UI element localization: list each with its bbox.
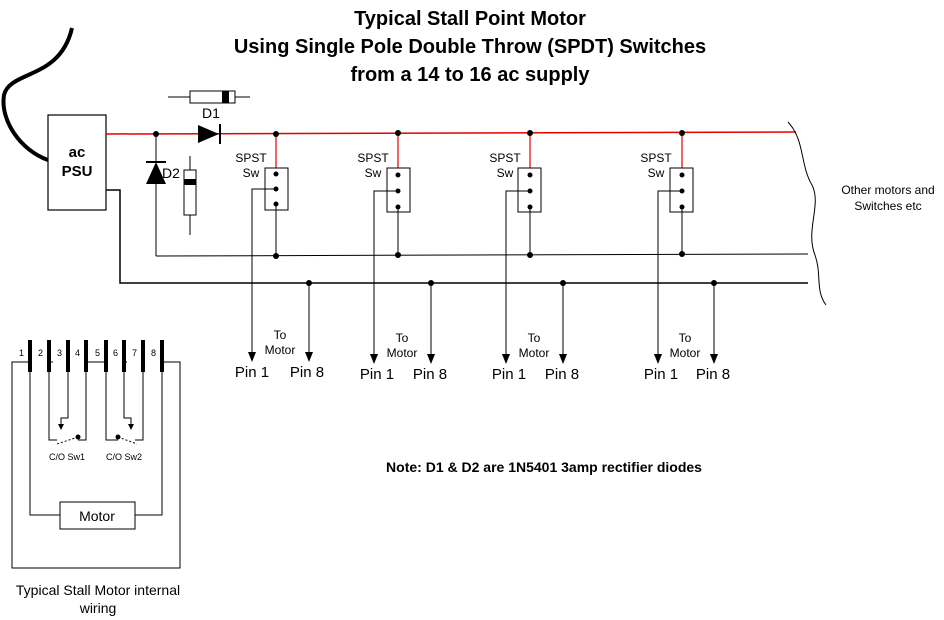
pin1-label-4: Pin 1 [644, 366, 678, 383]
to-motor-3b: Motor [519, 346, 550, 360]
switch-label-3b: Sw [497, 166, 514, 180]
switch-group-1: SPST Sw To Motor Pin 1 Pin 8 [235, 151, 324, 381]
to-motor-1b: Motor [265, 343, 296, 357]
other-note-1: Other motors and [841, 183, 934, 197]
switch-label-2b: Sw [365, 166, 382, 180]
switch-label-4b: Sw [648, 166, 665, 180]
diode-note: Note: D1 & D2 are 1N5401 3amp rectifier … [386, 459, 702, 475]
other-motors-note: Other motors and Switches etc [841, 183, 934, 213]
pin8-label-1: Pin 8 [290, 364, 324, 381]
d1-diode-symbol [198, 124, 221, 144]
d1-component [168, 90, 250, 104]
d1-label: D1 [202, 105, 220, 121]
switch-label-3a: SPST [489, 151, 521, 165]
motor-label: Motor [79, 508, 115, 524]
psu-ground-wire [106, 189, 808, 284]
sw2-label: C/O Sw2 [106, 452, 142, 462]
motor-box [59, 501, 136, 530]
diagram-title: Typical Stall Point Motor Using Single P… [234, 8, 706, 86]
to-motor-4a: To [679, 331, 692, 345]
to-motor-3a: To [528, 331, 541, 345]
pin8-label-2: Pin 8 [413, 366, 447, 383]
pin8-label-3: Pin 8 [545, 366, 579, 383]
switch-group-4: SPST Sw To Motor Pin 1 Pin 8 [640, 151, 730, 383]
sw1-label: C/O Sw1 [49, 452, 85, 462]
pin-num-7: 7 [132, 348, 137, 358]
pin-num-3: 3 [57, 348, 62, 358]
d2-component [183, 156, 197, 235]
title-line-3: from a 14 to 16 ac supply [351, 64, 591, 86]
pin8-label-4: Pin 8 [696, 366, 730, 383]
ac-psu: ac PSU [47, 114, 107, 211]
d2-label: D2 [162, 165, 180, 181]
switch-label-1b: Sw [243, 166, 260, 180]
return-wire [155, 253, 809, 257]
switch-group-2: SPST Sw To Motor Pin 1 Pin 8 [357, 151, 447, 383]
switch-group-3: SPST Sw To Motor Pin 1 Pin 8 [489, 151, 579, 383]
psu-label-2: PSU [62, 163, 93, 180]
pin1-label-2: Pin 1 [360, 366, 394, 383]
pin1-label-3: Pin 1 [492, 366, 526, 383]
pin-num-6: 6 [113, 348, 118, 358]
switch-label-4a: SPST [640, 151, 672, 165]
pin-num-4: 4 [75, 348, 80, 358]
pin1-label-1: Pin 1 [235, 364, 269, 381]
other-note-2: Switches etc [854, 199, 921, 213]
title-line-2: Using Single Pole Double Throw (SPDT) Sw… [234, 36, 706, 58]
switch-label-2a: SPST [357, 151, 389, 165]
torn-edge [787, 121, 827, 306]
pin-num-8: 8 [151, 348, 156, 358]
d2-diode-symbol [146, 161, 166, 184]
switch-label-1a: SPST [235, 151, 267, 165]
power-cord [1, 27, 74, 162]
title-line-1: Typical Stall Point Motor [354, 8, 586, 30]
supply-drops [275, 133, 683, 174]
motor-internal-wiring: 1 2 3 4 5 6 7 8 Motor C/O Sw1 C/O Sw2 [11, 340, 181, 616]
to-motor-2a: To [396, 331, 409, 345]
to-motor-4b: Motor [670, 346, 701, 360]
pin-num-5: 5 [95, 348, 100, 358]
to-motor-2b: Motor [387, 346, 418, 360]
pin-num-1: 1 [19, 348, 24, 358]
motor-caption-2: wiring [79, 600, 117, 616]
pin-num-2: 2 [38, 348, 43, 358]
psu-label-1: ac [69, 144, 86, 161]
motor-caption-1: Typical Stall Motor internal [16, 582, 180, 598]
to-motor-1a: To [274, 328, 287, 342]
